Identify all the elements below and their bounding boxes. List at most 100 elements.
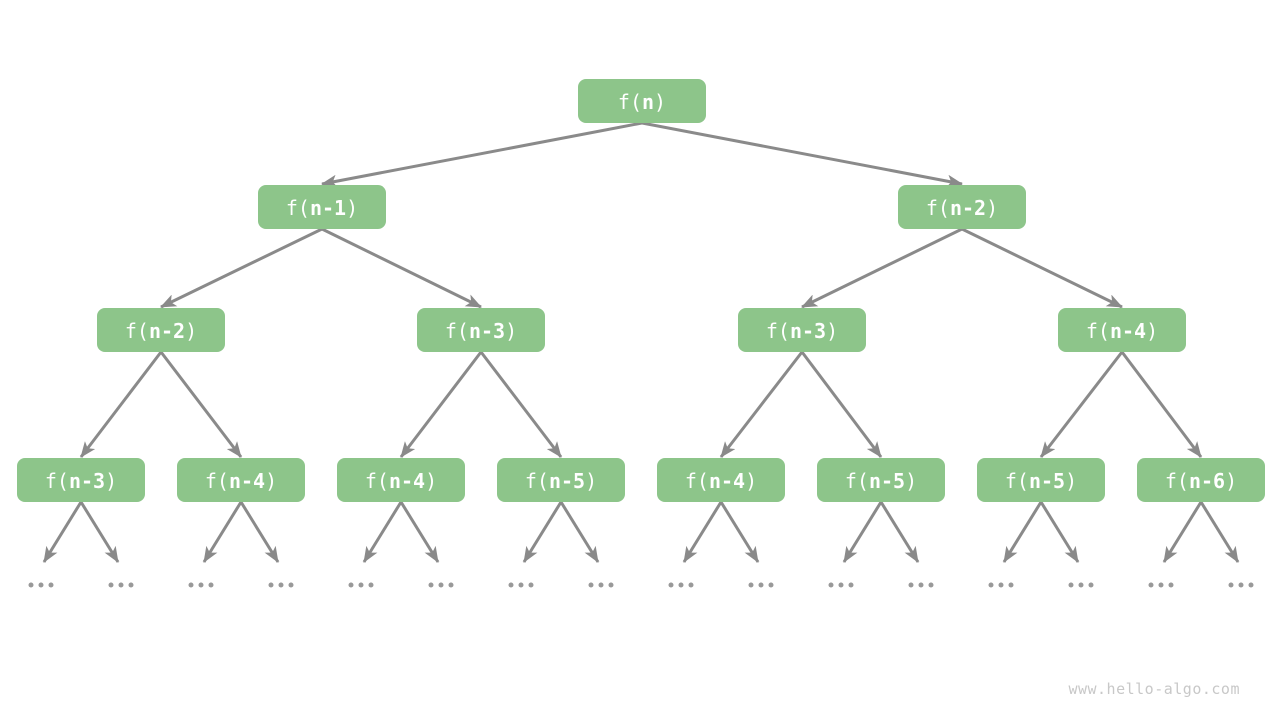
edge-arrow: [159, 351, 243, 458]
edge-arrow: [79, 501, 120, 563]
edge-arrow: [1039, 351, 1124, 458]
tree-node-l1: f(n-3): [17, 458, 145, 502]
node-label: f(n-4): [205, 469, 277, 493]
tree-node-l7: f(n-5): [977, 458, 1105, 502]
node-label: f(n-3): [45, 469, 117, 493]
ellipsis-dot: [758, 582, 764, 588]
node-label: f(n-3): [445, 319, 517, 343]
node-label: f(n-4): [685, 469, 757, 493]
ellipsis-dot: [48, 582, 54, 588]
ellipsis-dot: [688, 582, 694, 588]
ellipsis: [1148, 582, 1174, 588]
node-label: f(n-4): [1086, 319, 1158, 343]
edge-arrow: [961, 227, 1123, 309]
ellipsis-dot: [288, 582, 294, 588]
edge-arrow: [719, 501, 760, 563]
node-label: f(n-1): [286, 196, 358, 220]
node-box: [417, 308, 545, 352]
ellipsis-dot: [918, 582, 924, 588]
edge-arrow: [800, 351, 883, 458]
ellipsis-dot: [1248, 582, 1254, 588]
edge-arrow: [479, 351, 563, 458]
ellipsis-dot: [108, 582, 114, 588]
edge-arrow: [559, 501, 600, 563]
tree-node-l4: f(n-5): [497, 458, 625, 502]
ellipsis-dot: [198, 582, 204, 588]
edge-arrow: [522, 501, 563, 563]
ellipsis-dot: [188, 582, 194, 588]
ellipsis: [188, 582, 214, 588]
node-label: f(n-4): [365, 469, 437, 493]
ellipsis-dot: [518, 582, 524, 588]
ellipsis: [348, 582, 374, 588]
ellipsis-dot: [128, 582, 134, 588]
node-box: [97, 308, 225, 352]
tree-node-n2b: f(n-4): [1058, 308, 1186, 352]
ellipsis: [108, 582, 134, 588]
edge-arrow: [202, 501, 243, 563]
tree-node-n2: f(n-2): [898, 185, 1026, 229]
tree-node-n1: f(n-1): [258, 185, 386, 229]
ellipsis: [1068, 582, 1094, 588]
ellipsis-dot: [428, 582, 434, 588]
ellipsis: [28, 582, 54, 588]
edge-arrow: [1002, 501, 1043, 563]
edge-arrow: [399, 501, 440, 563]
tree-node-l6: f(n-5): [817, 458, 945, 502]
ellipsis-dot: [1158, 582, 1164, 588]
edge-arrow: [682, 501, 723, 563]
node-box: [738, 308, 866, 352]
ellipsis-dot: [998, 582, 1004, 588]
tree-node-n1a: f(n-2): [97, 308, 225, 352]
ellipsis: [828, 582, 854, 588]
node-label: f(n-2): [926, 196, 998, 220]
ellipsis-dot: [598, 582, 604, 588]
edge-arrow: [879, 501, 920, 563]
node-box: [1058, 308, 1186, 352]
node-label: f(n-5): [845, 469, 917, 493]
ellipsis-dot: [768, 582, 774, 588]
ellipsis-dot: [928, 582, 934, 588]
node-label: f(n-3): [766, 319, 838, 343]
ellipsis-dot: [448, 582, 454, 588]
ellipsis-dot: [1088, 582, 1094, 588]
ellipsis-dot: [278, 582, 284, 588]
ellipsis: [668, 582, 694, 588]
edge-arrow: [160, 227, 323, 309]
node-box: [17, 458, 145, 502]
ellipsis-dot: [608, 582, 614, 588]
ellipsis-dot: [838, 582, 844, 588]
ellipsis-dot: [28, 582, 34, 588]
ellipsis-dot: [508, 582, 514, 588]
edge-arrow: [842, 501, 883, 563]
ellipsis: [748, 582, 774, 588]
tree-node-n2a: f(n-3): [738, 308, 866, 352]
edge-arrow: [719, 351, 804, 458]
tree-node-root: f(n): [578, 79, 706, 123]
tree-node-n1b: f(n-3): [417, 308, 545, 352]
tree-node-l3: f(n-4): [337, 458, 465, 502]
ellipsis: [908, 582, 934, 588]
ellipsis-dot: [908, 582, 914, 588]
node-box: [337, 458, 465, 502]
ellipsis-dot: [678, 582, 684, 588]
ellipsis: [588, 582, 614, 588]
edge-arrow: [1162, 501, 1203, 563]
ellipsis-dot: [348, 582, 354, 588]
ellipsis-dot: [748, 582, 754, 588]
tree-node-l5: f(n-4): [657, 458, 785, 502]
node-box: [258, 185, 386, 229]
watermark-text: www.hello-algo.com: [1068, 680, 1240, 698]
ellipsis: [1228, 582, 1254, 588]
ellipsis-dot: [1168, 582, 1174, 588]
edge-arrow: [1120, 351, 1203, 458]
node-label: f(n-6): [1165, 469, 1237, 493]
edge-arrow: [362, 501, 403, 563]
edge-arrow: [399, 351, 483, 458]
ellipsis-dot: [528, 582, 534, 588]
ellipsis-dot: [358, 582, 364, 588]
edge-arrow: [42, 501, 83, 563]
ellipsis-dot: [668, 582, 674, 588]
ellipsis: [268, 582, 294, 588]
edge-arrow: [641, 121, 963, 188]
